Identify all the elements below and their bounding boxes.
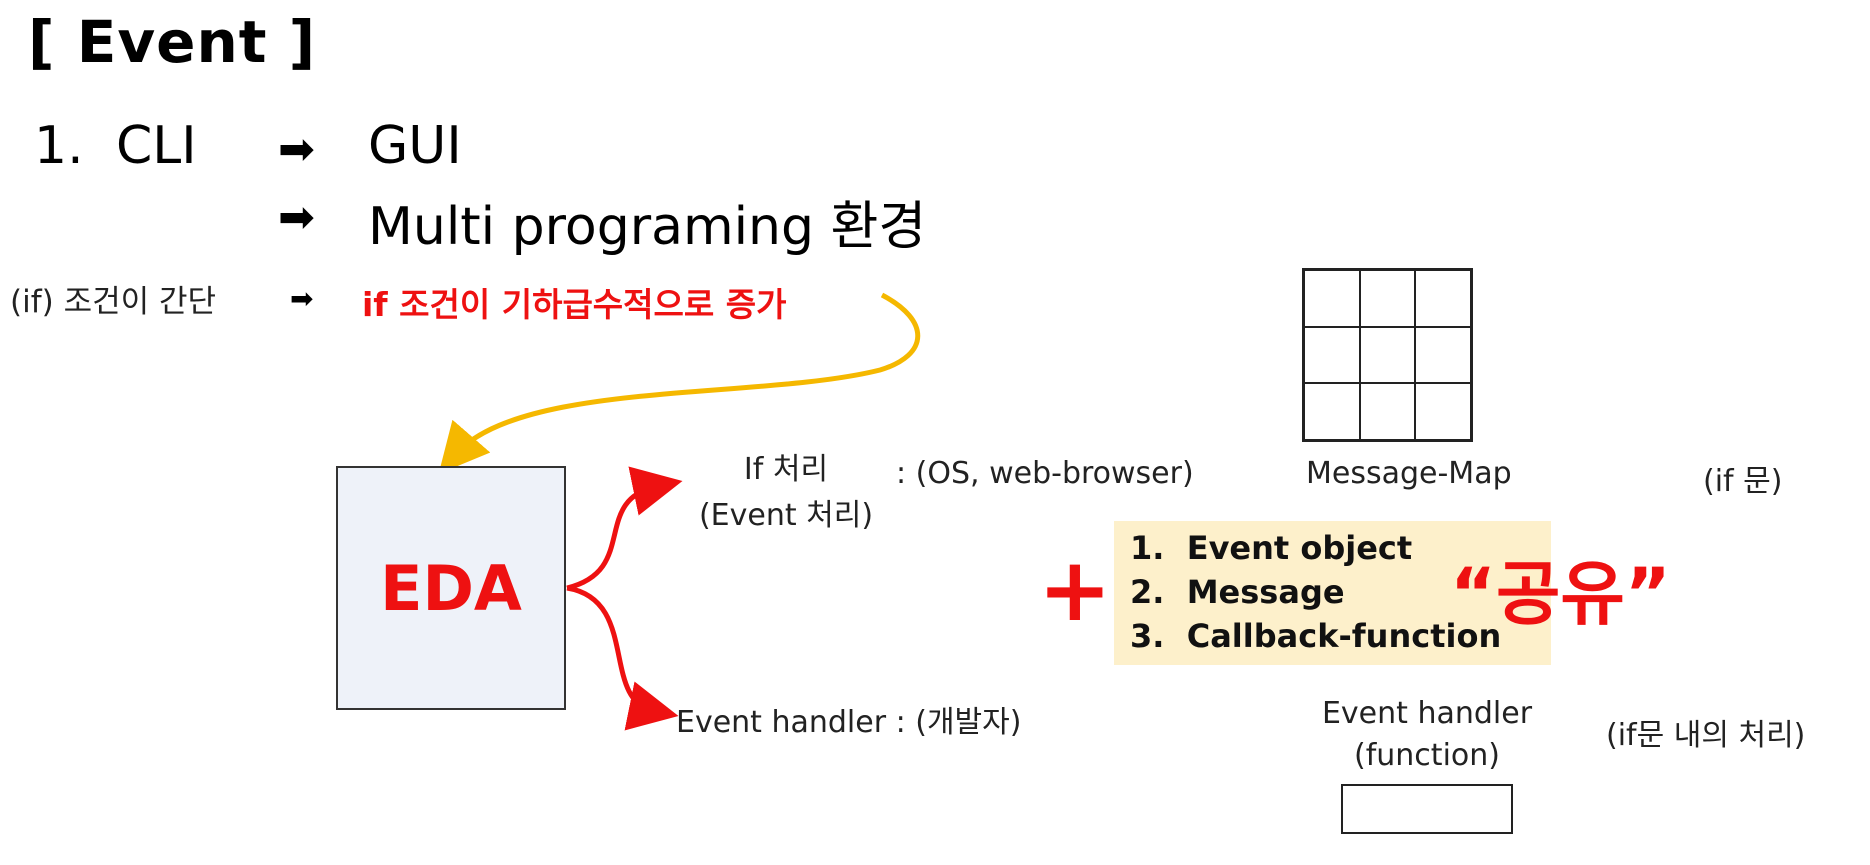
cli-text: CLI xyxy=(116,116,197,176)
grid-cell xyxy=(1304,326,1360,384)
right-arrow-icon: ➡ xyxy=(290,282,314,315)
exponential-condition-text: if 조건이 기하급수적으로 증가 xyxy=(362,285,787,324)
red-arrow-lower xyxy=(566,585,679,731)
shared-item-text: Callback-function xyxy=(1186,617,1502,655)
os-browser-note: : (OS, web-browser) xyxy=(896,456,1194,491)
multi-programming-text: Multi programing 환경 xyxy=(368,197,927,257)
yellow-curve-arrow xyxy=(438,292,921,474)
shared-word: “공유” xyxy=(1450,553,1671,635)
list-number: 1. xyxy=(34,116,84,176)
event-handler-developer-label: Event handler : (개발자) xyxy=(676,705,1022,740)
grid-cell xyxy=(1304,383,1360,440)
function-label: (function) xyxy=(1354,738,1500,773)
shared-item-text: Event object xyxy=(1186,529,1413,567)
if-handling-label: If 처리 xyxy=(743,452,829,487)
simple-condition-text: (if) 조건이 간단 xyxy=(10,284,217,320)
if-statement-label: (if 문) xyxy=(1703,464,1783,499)
function-box xyxy=(1341,784,1513,834)
shared-item-number: 3. xyxy=(1130,617,1165,655)
right-arrow-icon: ➡ xyxy=(278,192,315,243)
eda-label: EDA xyxy=(380,551,522,625)
message-map-label: Message-Map xyxy=(1306,456,1512,491)
event-handler-function-label: Event handler xyxy=(1321,696,1533,731)
shared-item-number: 1. xyxy=(1130,529,1165,567)
grid-cell xyxy=(1304,270,1360,327)
gui-text: GUI xyxy=(368,116,462,176)
right-arrow-icon: ➡ xyxy=(278,124,315,175)
shared-item-number: 2. xyxy=(1130,573,1165,611)
grid-cell xyxy=(1359,270,1416,327)
eda-box: EDA xyxy=(336,466,566,710)
shared-item: 2. Message xyxy=(1130,573,1345,611)
grid-cell xyxy=(1415,326,1471,384)
shared-item-text: Message xyxy=(1186,573,1345,611)
plus-sign: + xyxy=(1038,538,1112,641)
shared-item: 1. Event object xyxy=(1130,529,1412,567)
event-handling-label: (Event 처리) xyxy=(698,498,874,533)
red-arrow-upper xyxy=(566,466,683,591)
grid-cell xyxy=(1415,383,1471,440)
grid-cell xyxy=(1359,326,1416,384)
shared-item: 3. Callback-function xyxy=(1130,617,1501,655)
grid-cell xyxy=(1415,270,1471,327)
grid-cell xyxy=(1359,383,1416,440)
message-map-grid xyxy=(1302,268,1473,442)
shared-items-box: 1. Event object 2. Message 3. Callback-f… xyxy=(1114,521,1551,665)
inside-if-label: (if문 내의 처리) xyxy=(1606,718,1806,753)
slide-title: [ Event ] xyxy=(28,8,317,76)
